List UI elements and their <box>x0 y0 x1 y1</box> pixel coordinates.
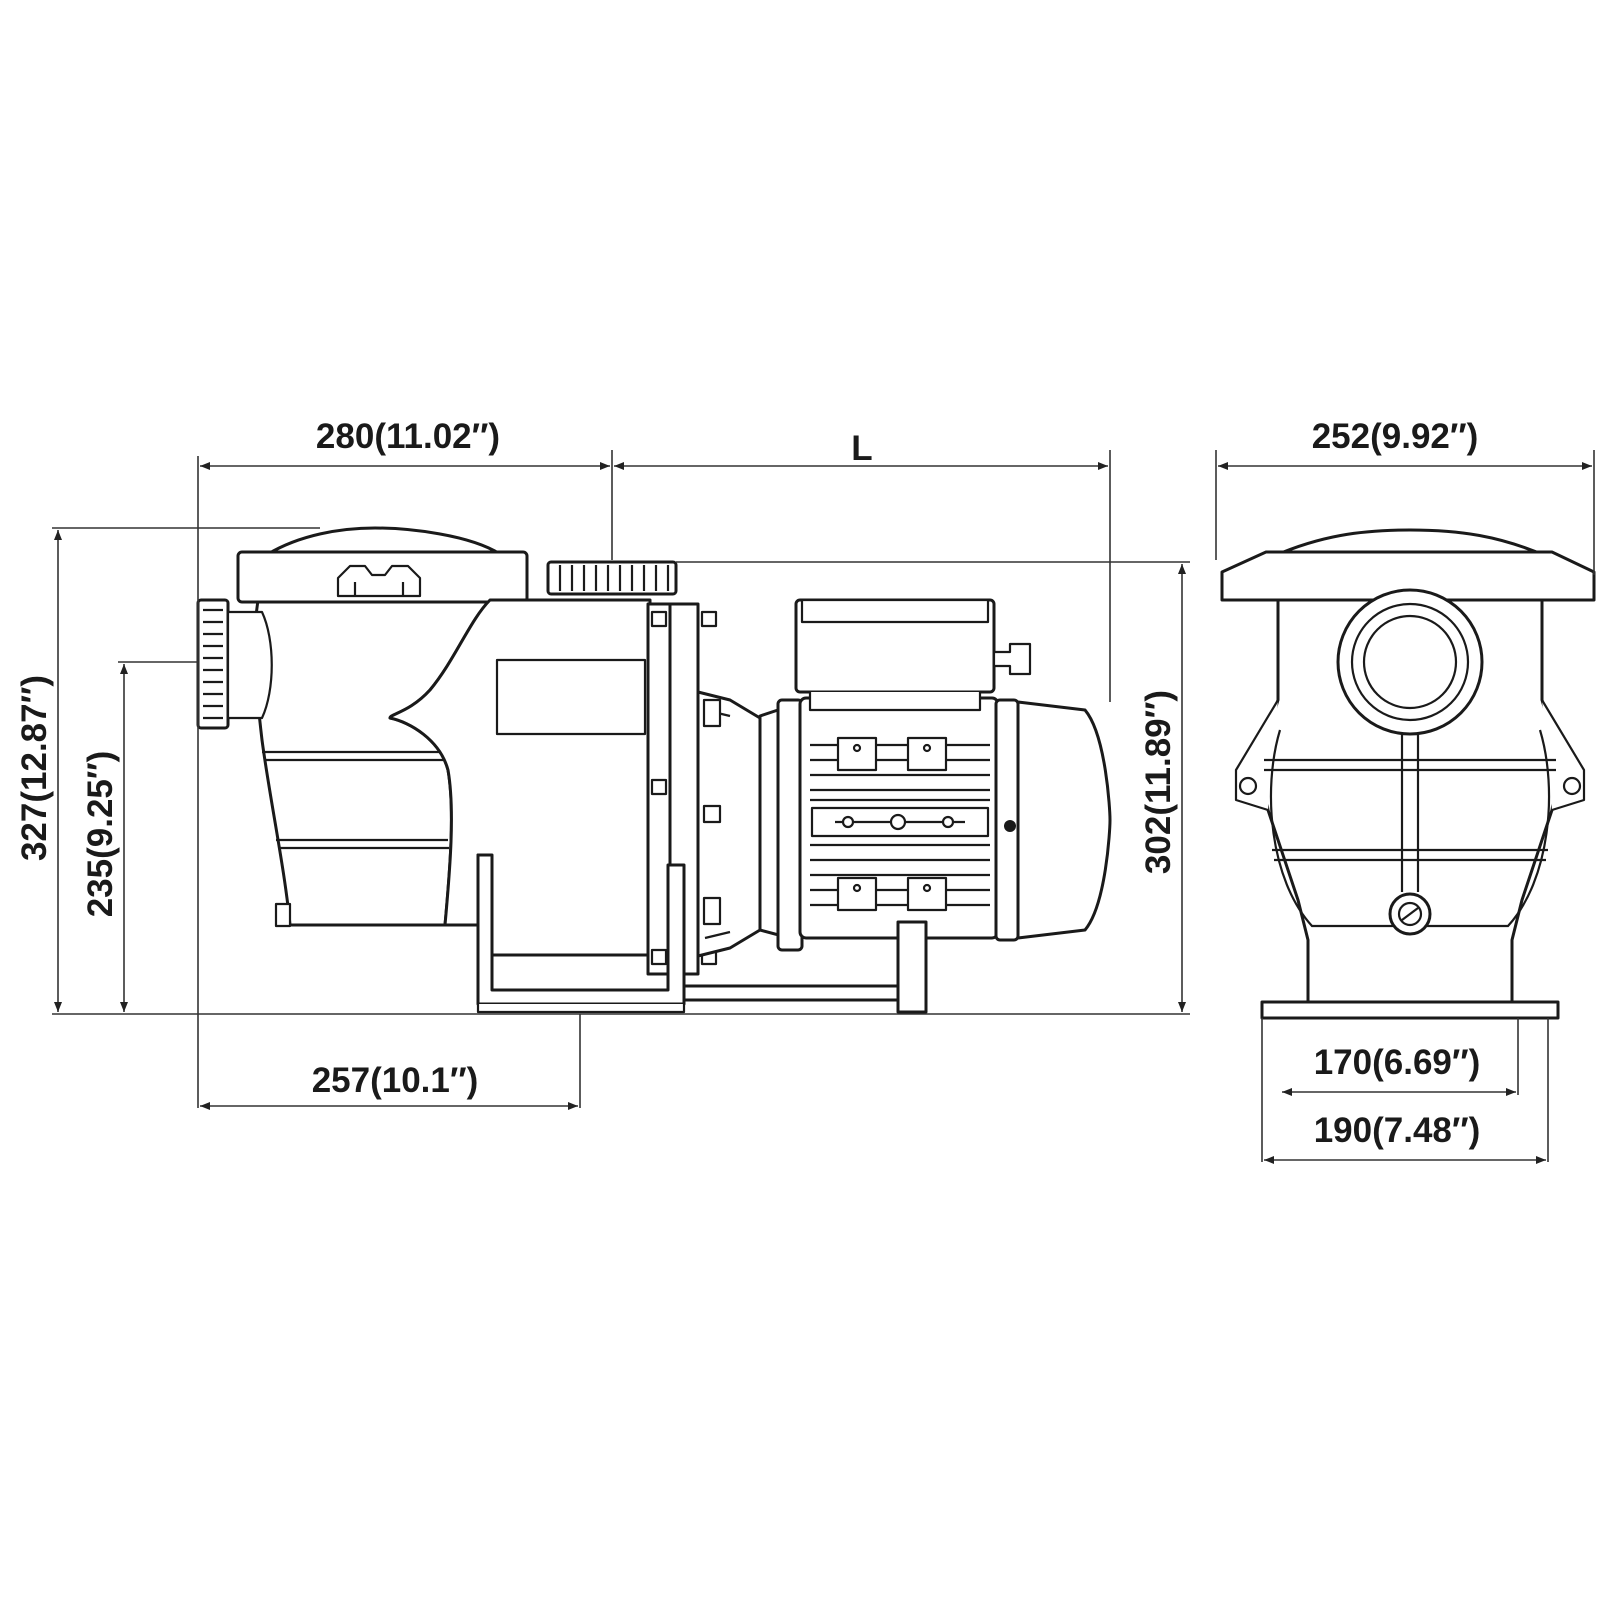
cable-gland <box>992 642 1032 676</box>
motor-center-bolt-right <box>941 815 955 829</box>
label-total-height: 327(12.87″) <box>15 675 54 861</box>
end-view <box>1220 528 1596 1020</box>
base-feet <box>476 1004 686 1014</box>
motor-fan-screw <box>1004 820 1016 832</box>
label-inlet-height: 235(9.25″) <box>81 751 120 918</box>
dimension-labels: 280(11.02″) L 252(9.92″) 257(10.1″) 170(… <box>15 417 1480 1150</box>
end-base <box>1260 1000 1560 1020</box>
side-view <box>196 526 1112 1014</box>
inlet-port-thread <box>196 598 230 730</box>
terminal-box-lid <box>800 598 990 624</box>
label-base-inner: 170(6.69″) <box>1314 1043 1481 1082</box>
motor-front-ring <box>776 698 804 952</box>
housing-band-bottom <box>276 838 449 850</box>
end-right-ear-bolt <box>1562 776 1582 796</box>
motor-rail <box>682 984 900 1002</box>
motor-fan-cover <box>1016 700 1112 940</box>
strainer-lid-dome <box>266 526 502 556</box>
volute-label-plate <box>495 658 647 736</box>
end-left-ear-bolt <box>1238 776 1258 796</box>
motor-fins <box>810 743 990 907</box>
label-motor-length: L <box>851 429 872 468</box>
label-outlet-height: 302(11.89″) <box>1139 690 1178 874</box>
terminal-box-base <box>808 692 982 712</box>
inlet-thread-lines <box>203 608 223 720</box>
end-band-bottom <box>1272 848 1548 862</box>
label-overall-width: 280(11.02″) <box>316 417 500 456</box>
end-inlet-inner <box>1362 614 1458 710</box>
inlet-port-neck <box>226 610 273 720</box>
motor-center-bolt-left <box>841 815 855 829</box>
label-base-length: 257(10.1″) <box>312 1061 479 1100</box>
end-drain-rod <box>1400 732 1420 892</box>
motor-center-bolt <box>889 813 907 831</box>
lid-handle <box>336 564 422 598</box>
motor-mount-foot <box>896 920 928 1014</box>
end-drain-plug-slot <box>1401 907 1419 921</box>
motor-fin-tabs <box>836 736 948 912</box>
end-lid-dome <box>1272 528 1548 558</box>
motor-rear-ring <box>994 698 1020 942</box>
end-band-top <box>1264 758 1556 772</box>
housing-band-top <box>262 750 447 762</box>
outlet-thread-lines <box>558 565 670 591</box>
dimension-lines <box>52 450 1595 1164</box>
label-side-width: 252(9.92″) <box>1312 417 1479 456</box>
lid-handle-detail <box>353 582 405 596</box>
label-base-outer: 190(7.48″) <box>1314 1111 1481 1150</box>
adapter-bolts <box>702 698 722 926</box>
housing-bolt <box>274 902 292 928</box>
